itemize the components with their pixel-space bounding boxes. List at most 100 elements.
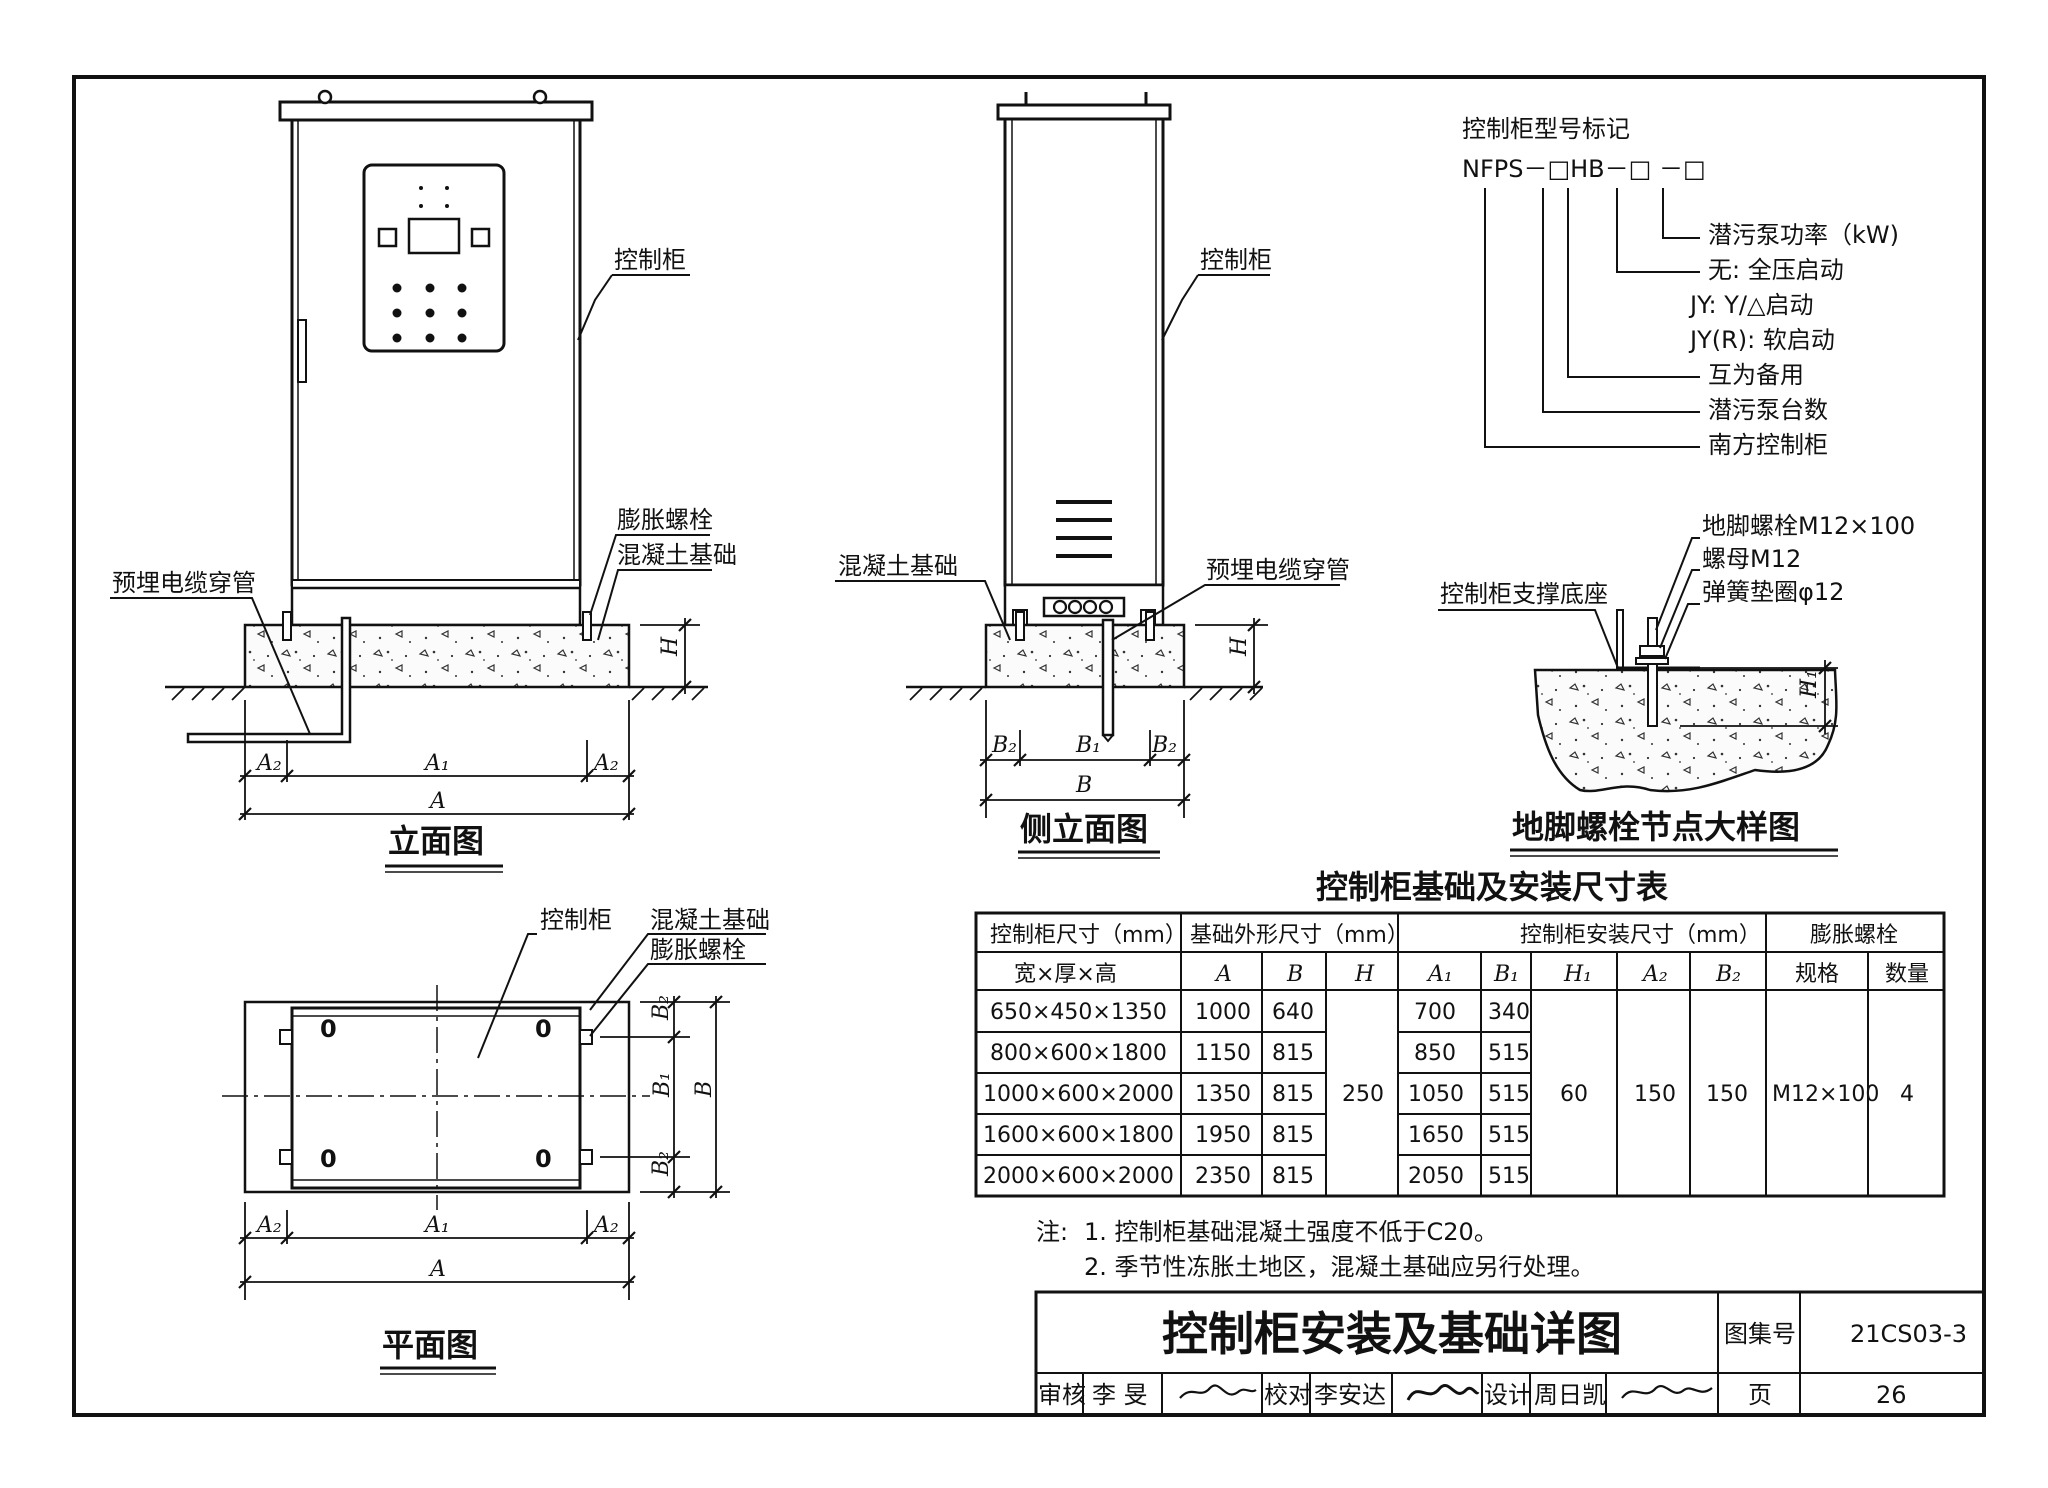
model-code-string: NFPS－□HB－□ －□	[1462, 155, 1706, 183]
designer-signature	[1621, 1385, 1713, 1399]
front-label-conduit: 预埋电缆穿管	[112, 569, 256, 597]
front-cabinet-roof	[278, 100, 594, 122]
side-label-conduit: 预埋电缆穿管	[1206, 556, 1350, 584]
th-qty: 数量	[1885, 962, 1929, 987]
front-control-panel	[362, 163, 506, 353]
front-dim-h: H	[658, 636, 683, 657]
cell-size: 650×450×1350	[990, 1000, 1167, 1025]
cell-a1: 2050	[1408, 1164, 1464, 1189]
model-item-power: 潜污泵功率（kW)	[1708, 221, 1899, 249]
cell-a: 1950	[1195, 1123, 1251, 1148]
th-a2: A₂	[1641, 962, 1668, 987]
door-handle	[297, 319, 307, 383]
side-vent-louvers	[1056, 500, 1112, 558]
side-elevation-view: 控制柜 混凝土基础 预埋电缆穿管 B₂ B₁ B₂ B H 侧立面图	[835, 92, 1350, 859]
table-row: 800×600×1800 1150 815 850 515	[990, 1041, 1530, 1066]
th-foundation: 基础外形尺寸（mm）	[1190, 923, 1409, 948]
atlas-label: 图集号	[1724, 1320, 1796, 1348]
th-install: 控制柜安装尺寸（mm）	[1520, 923, 1761, 948]
plan-dim-b2-top: B₂	[649, 995, 674, 1021]
model-item-start-yd: JY: Y/△启动	[1688, 291, 1813, 319]
plan-view-title: 平面图	[382, 1326, 478, 1364]
anchor-bolt	[1647, 617, 1658, 727]
cell-b1: 515	[1488, 1041, 1530, 1066]
sheet-border	[72, 75, 1986, 1417]
page-label: 页	[1748, 1381, 1772, 1409]
anchor-nut	[1639, 645, 1665, 657]
design-label: 设计	[1484, 1381, 1532, 1409]
side-view-title: 侧立面图	[1020, 810, 1148, 848]
bolt-label-bolt: 地脚螺栓M12×100	[1702, 512, 1915, 540]
plan-label-foundation: 混凝土基础	[650, 906, 770, 934]
drawing-title: 控制柜安装及基础详图	[1162, 1307, 1622, 1361]
th-b2: B₂	[1715, 962, 1741, 987]
front-dim-a2-right: A₂	[592, 751, 619, 776]
cell-h-merged: 250	[1342, 1082, 1384, 1107]
cell-b1: 515	[1488, 1164, 1530, 1189]
side-cabinet-body	[1003, 117, 1165, 587]
plan-dim-a1: A₁	[423, 1213, 450, 1238]
note-2: 2. 季节性冻胀土地区，混凝土基础应另行处理。	[1084, 1253, 1595, 1281]
cell-size: 1600×600×1800	[983, 1123, 1174, 1148]
panel-display	[407, 217, 461, 255]
model-item-start-soft: JY(R): 软启动	[1688, 326, 1835, 354]
reviewer-signature	[1179, 1384, 1257, 1399]
note-1: 1. 控制柜基础混凝土强度不低于C20。	[1084, 1218, 1498, 1246]
model-item-start-full: 无: 全压启动	[1708, 256, 1844, 284]
cell-a: 1350	[1195, 1082, 1251, 1107]
front-cable-conduit	[186, 616, 352, 744]
th-b: B	[1286, 962, 1303, 987]
cell-b1: 340	[1488, 1000, 1530, 1025]
front-elevation-view: 控制柜 膨胀螺栓 混凝土基础 预埋电缆穿管 A₂ A₁ A₂ A H	[110, 89, 737, 873]
front-view-title: 立面图	[388, 822, 484, 860]
model-item-standby: 互为备用	[1708, 361, 1804, 389]
model-code-heading: 控制柜型号标记	[1462, 115, 1630, 143]
table-title: 控制柜基础及安装尺寸表	[1316, 868, 1668, 906]
cell-a1: 850	[1414, 1041, 1456, 1066]
table-row: 650×450×1350 1000 640 700 340	[990, 1000, 1530, 1025]
bolt-detail-concrete	[1533, 668, 1838, 793]
checker-name: 李安达	[1314, 1381, 1386, 1409]
front-dim-a2-left: A₂	[255, 751, 282, 776]
cell-b: 815	[1272, 1082, 1314, 1107]
th-a1: A₁	[1426, 962, 1453, 987]
cell-b1: 515	[1488, 1082, 1530, 1107]
cell-size: 1000×600×2000	[983, 1082, 1174, 1107]
table-row: 1000×600×2000 1350 815 1050 515	[983, 1082, 1530, 1107]
designer-name: 周日凯	[1534, 1381, 1606, 1409]
bolt-label-base: 控制柜支撑底座	[1440, 580, 1608, 608]
bolt-label-nut: 螺母M12	[1702, 545, 1801, 573]
cell-b: 640	[1272, 1000, 1314, 1025]
th-h: H	[1354, 962, 1375, 987]
plan-dim-a2-left: A₂	[255, 1213, 282, 1238]
plan-cabinet-outline	[290, 1006, 582, 1190]
plan-hole-bl: 0	[320, 1145, 337, 1173]
front-label-cabinet: 控制柜	[614, 246, 686, 274]
th-a: A	[1214, 962, 1232, 987]
side-label-foundation: 混凝土基础	[838, 552, 958, 580]
plan-dim-a: A	[428, 1257, 446, 1282]
side-label-cabinet: 控制柜	[1200, 246, 1272, 274]
cell-size: 800×600×1800	[990, 1041, 1167, 1066]
cell-b: 815	[1272, 1123, 1314, 1148]
front-dim-a: A	[428, 789, 446, 814]
model-item-brand: 南方控制柜	[1708, 431, 1828, 459]
plan-dim-b2-bottom: B₂	[649, 1151, 674, 1177]
side-cable-conduit	[1101, 618, 1115, 737]
model-code-legend: 控制柜型号标记 NFPS－□HB－□ －□ 潜污泵功率（kW) 无: 全压启动 …	[1462, 115, 1899, 459]
table-row: 2000×600×2000 2350 815 2050 515	[983, 1164, 1530, 1189]
plan-dim-b1: B₁	[650, 1072, 675, 1098]
atlas-number: 21CS03-3	[1850, 1320, 1967, 1348]
anchor-washer	[1635, 657, 1669, 665]
side-dim-b2-right: B₂	[1151, 733, 1177, 758]
notes: 注: 1. 控制柜基础混凝土强度不低于C20。 2. 季节性冻胀土地区，混凝土基…	[1036, 1218, 1595, 1281]
front-dim-a1: A₁	[423, 751, 450, 776]
anchor-bolt-detail: 地脚螺栓M12×100 螺母M12 弹簧垫圈φ12 控制柜支撑底座 H₁ 地脚螺…	[1438, 512, 1915, 857]
front-label-foundation: 混凝土基础	[617, 541, 737, 569]
checker-signature	[1406, 1384, 1480, 1401]
cell-size: 2000×600×2000	[983, 1164, 1174, 1189]
cell-spec-merged: M12×100	[1772, 1082, 1879, 1107]
bolt-detail-title: 地脚螺栓节点大样图	[1512, 808, 1800, 846]
plan-view: 0 0 0 0 控制柜 混凝土基础 膨胀螺栓 A₂ A₁ A₂ A	[222, 906, 770, 1375]
